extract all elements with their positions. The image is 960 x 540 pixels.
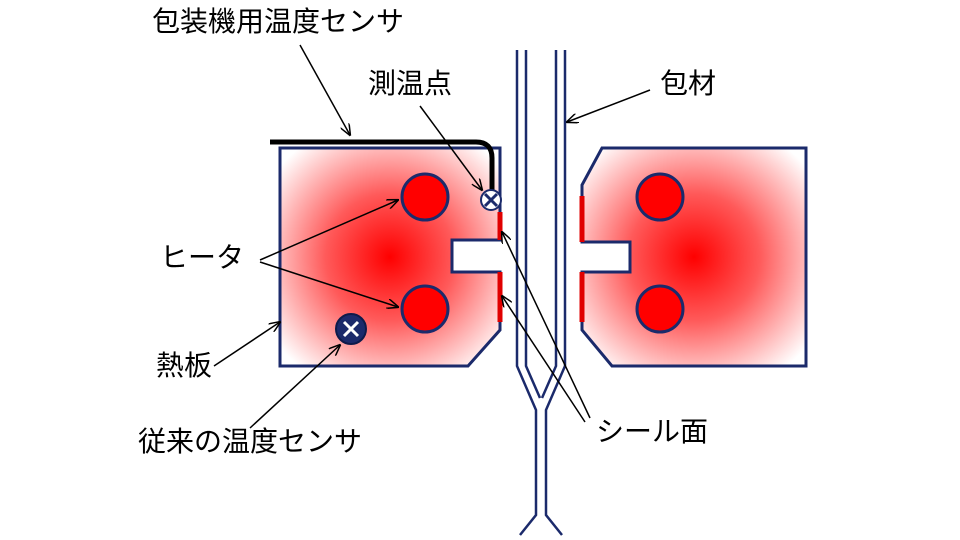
label-conventional-sensor: 従来の温度センサ [138,425,363,458]
label-seal-surface: シール面 [596,415,709,448]
heater-left-top [400,172,450,222]
packaging-film [515,50,567,536]
label-film: 包材 [660,67,717,100]
x-mark-icon [480,189,502,211]
leader-lines [213,44,651,429]
sensor-cable [270,139,495,198]
heater-right-bottom [635,284,685,334]
label-packaging-sensor: 包装機用温度センサ [152,5,405,38]
label-hot-plate: 熱板 [156,349,213,382]
heater-right-top [635,172,685,222]
hot-plate-right [580,146,808,368]
label-heater: ヒータ [160,241,245,274]
hot-plate-left [278,146,502,368]
label-measurement-point: 測温点 [368,67,453,100]
heater-left-bottom [400,284,450,334]
x-circle-icon [335,313,367,345]
